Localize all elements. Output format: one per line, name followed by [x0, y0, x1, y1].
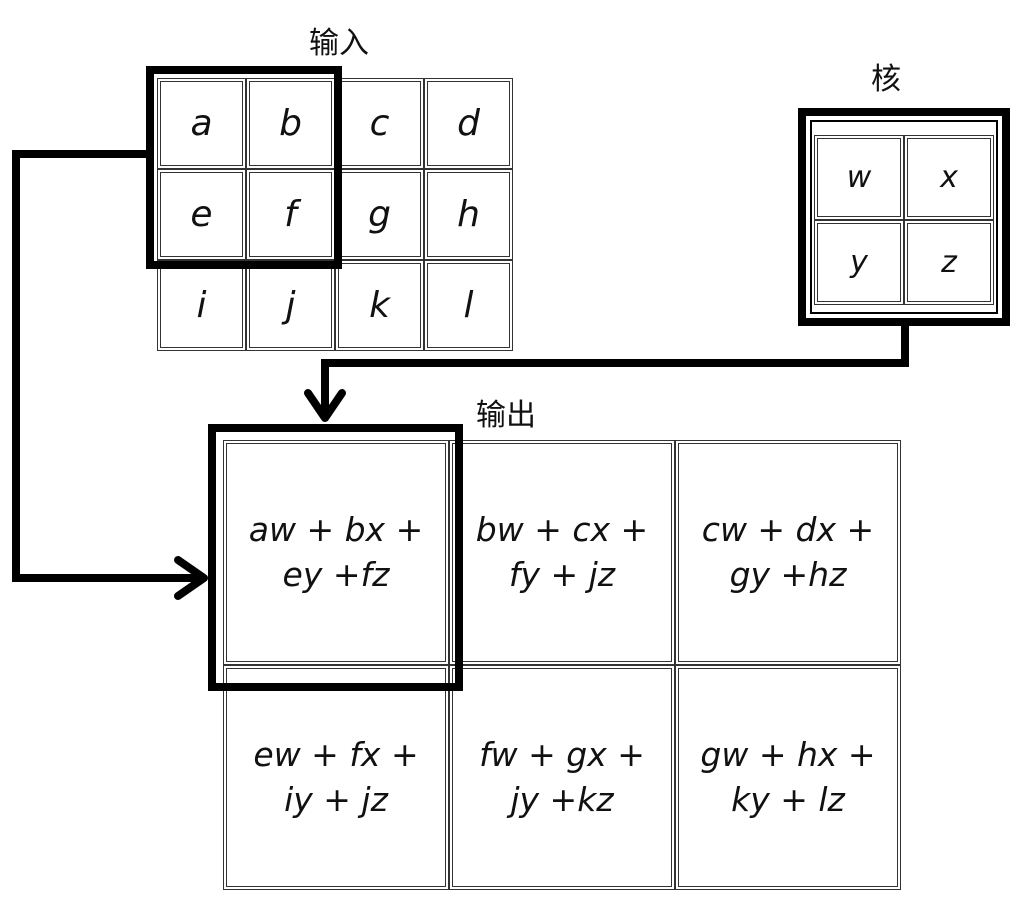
output-cell-line: cw + dx +	[701, 509, 875, 549]
output-cell-line: jy +kz	[510, 779, 614, 819]
output-cell-line: gy +hz	[729, 554, 847, 594]
output-cell-1-1: fw + gx + jy +kz	[449, 665, 675, 890]
kernel-cell-x: x	[904, 135, 994, 220]
kernel-to-output-arrow	[321, 326, 909, 418]
input-cell-f: f	[246, 169, 335, 260]
input-arrowhead-icon	[174, 556, 208, 600]
output-cell-line: aw + bx +	[248, 509, 424, 549]
input-cell-c: c	[335, 78, 424, 169]
kernel-cell-y: y	[814, 220, 904, 305]
output-matrix: aw + bx + ey +fz bw + cx + fy + jz cw + …	[223, 440, 901, 890]
output-cell-line: fw + gx +	[479, 734, 645, 774]
kernel-matrix: w x y z	[814, 135, 994, 305]
output-cell-1-2: gw + hx + ky + lz	[675, 665, 901, 890]
kernel-label: 核	[871, 62, 901, 97]
input-cell-h: h	[424, 169, 513, 260]
input-cell-b: b	[246, 78, 335, 169]
output-cell-0-1: bw + cx + fy + jz	[449, 440, 675, 665]
output-cell-1-0: ew + fx + iy + jz	[223, 665, 449, 890]
input-cell-l: l	[424, 260, 513, 351]
output-cell-0-0: aw + bx + ey +fz	[223, 440, 449, 665]
output-cell-line: fy + jz	[508, 554, 616, 594]
output-cell-line: iy + jz	[284, 779, 388, 819]
input-cell-e: e	[157, 169, 246, 260]
input-cell-d: d	[424, 78, 513, 169]
output-cell-line: gw + hx +	[700, 734, 876, 774]
output-cell-0-2: cw + dx + gy +hz	[675, 440, 901, 665]
input-cell-k: k	[335, 260, 424, 351]
output-cell-line: bw + cx +	[475, 509, 649, 549]
kernel-arrowhead-icon	[304, 389, 346, 422]
kernel-cell-z: z	[904, 220, 994, 305]
output-cell-line: ew + fx +	[253, 734, 419, 774]
output-cell-line: ey +fz	[282, 554, 390, 594]
input-cell-a: a	[157, 78, 246, 169]
output-cell-line: ky + lz	[731, 779, 845, 819]
output-label: 输出	[476, 398, 536, 433]
input-to-output-arrow	[12, 150, 204, 582]
kernel-cell-w: w	[814, 135, 904, 220]
input-cell-g: g	[335, 169, 424, 260]
input-label: 输入	[309, 26, 369, 61]
